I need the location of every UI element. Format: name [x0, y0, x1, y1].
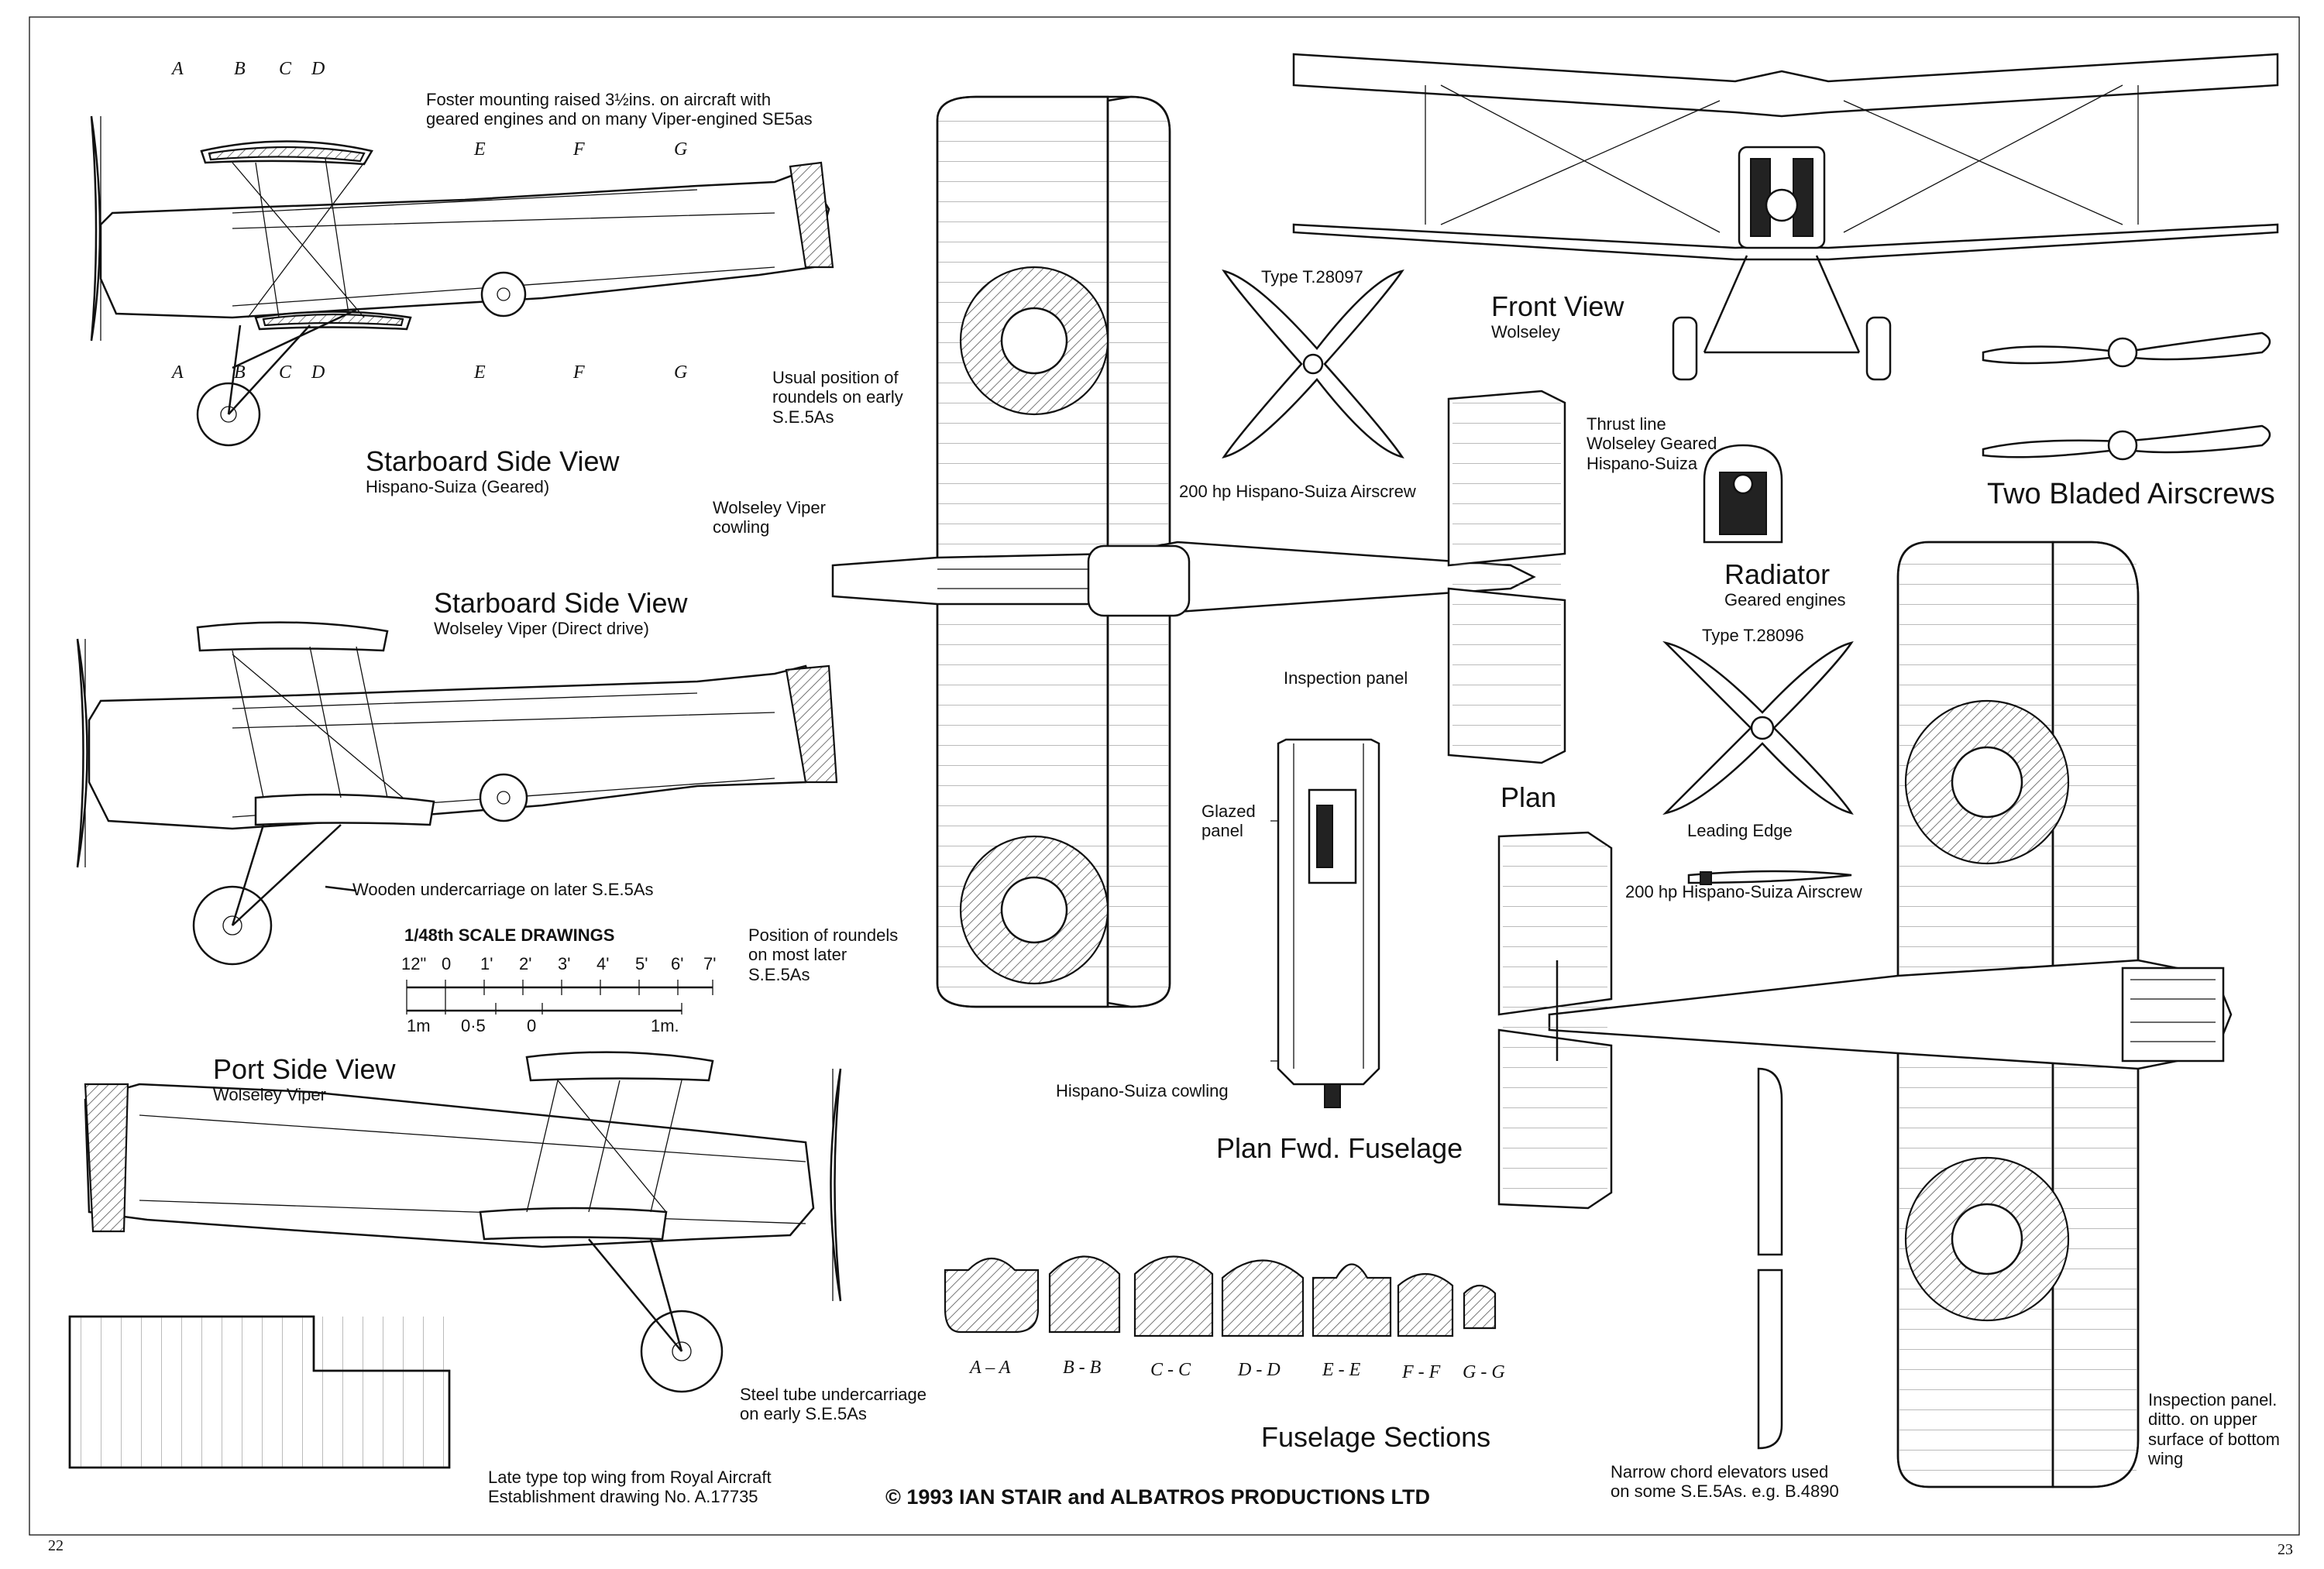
scale-tick-3ft: 3': [558, 954, 571, 973]
airscrew-t28097-drawing: [1222, 269, 1404, 459]
scale-tick-2ft: 2': [519, 954, 532, 973]
section-label-d-d: D - D: [1238, 1360, 1281, 1380]
plan-forward-fuselage-drawing: [1270, 738, 1380, 1108]
scale-tick-6ft: 6': [671, 954, 684, 973]
side-view-1-caption: Starboard Side View Hispano-Suiza (Geare…: [366, 445, 620, 497]
section-letter-bottom-g: G: [674, 362, 688, 383]
section-letter-bottom-c: C: [279, 362, 292, 383]
scale-tick-0: 0: [442, 954, 452, 973]
airscrew-t28096-caption: 200 hp Hispano-Suiza Airscrew: [1625, 882, 1862, 901]
starboard-side-view-viper-drawing: [76, 621, 838, 966]
front-view-drawing: [1292, 53, 2279, 381]
airscrew-t28096-drawing: [1662, 640, 1854, 815]
section-letter-bottom-f: F: [573, 362, 585, 383]
side-view-2-caption: Starboard Side View Wolseley Viper (Dire…: [434, 587, 688, 639]
section-letter-bottom-d: D: [311, 362, 325, 383]
hispano-cowling-note: Hispano-Suiza cowling: [1056, 1081, 1229, 1100]
thrust-line-note: Thrust line Wolseley Geared Hispano-Suiz…: [1587, 414, 1717, 473]
scale-tick-1m-right: 1m.: [651, 1016, 679, 1035]
two-bladed-airscrews-drawing: [1982, 331, 2271, 461]
scale-bar-graphic: [406, 980, 713, 1015]
plan-title: Plan: [1501, 781, 1557, 813]
section-letter-top-g: G: [674, 139, 688, 160]
scale-tick-7ft: 7': [703, 954, 717, 973]
fuselage-sections-drawing: [944, 1255, 1497, 1337]
late-type-wing-note: Late type top wing from Royal Aircraft E…: [488, 1468, 772, 1507]
radiator-caption: Radiator Geared engines: [1724, 558, 1846, 610]
section-label-e-e: E - E: [1322, 1360, 1361, 1380]
page-number-left: 22: [48, 1537, 64, 1554]
inspection-panel-bottom-wing-note: Inspection panel. ditto. on upper surfac…: [2148, 1390, 2280, 1468]
radiator-drawing: [1703, 444, 1783, 544]
section-letter-top-d: D: [311, 59, 325, 79]
port-side-view-viper-drawing: [84, 1051, 842, 1393]
section-letter-bottom-e: E: [474, 362, 486, 383]
late-type-top-wing-drawing: [68, 1315, 451, 1469]
section-letter-top-f: F: [573, 139, 585, 160]
copyright-notice: © 1993 IAN STAIR and ALBATROS PRODUCTION…: [885, 1485, 1430, 1509]
page-number-right: 23: [2278, 1541, 2293, 1558]
starboard-side-view-hispano-drawing: [90, 115, 834, 447]
leading-edge-label: Leading Edge: [1687, 821, 1793, 840]
section-label-g-g: G - G: [1463, 1362, 1505, 1382]
section-letter-top-e: E: [474, 139, 486, 160]
front-view-caption: Front View Wolseley: [1491, 290, 1624, 342]
two-bladed-airscrews-title: Two Bladed Airscrews: [1987, 478, 2275, 510]
section-label-b-b: B - B: [1063, 1358, 1102, 1378]
section-label-a-a: A – A: [970, 1358, 1011, 1378]
steel-tube-undercarriage-note: Steel tube undercarriage on early S.E.5A…: [740, 1385, 927, 1424]
airscrew-t28097-caption: 200 hp Hispano-Suiza Airscrew: [1179, 482, 1416, 501]
scale-tick-5ft: 5': [635, 954, 648, 973]
main-plan-view-drawing: [831, 95, 1566, 1008]
section-letter-top-b: B: [234, 59, 246, 79]
leading-edge-section-drawing: [1687, 870, 1852, 885]
narrow-chord-elevators-note: Narrow chord elevators used on some S.E.…: [1611, 1462, 1839, 1502]
plan-forward-fuselage-title: Plan Fwd. Fuselage: [1216, 1132, 1463, 1164]
inspection-panel-note: Inspection panel: [1284, 668, 1408, 688]
usual-roundel-position-note: Usual position of roundels on early S.E.…: [772, 368, 903, 427]
section-letter-bottom-b: B: [234, 362, 246, 383]
scale-tick-4ft: 4': [596, 954, 610, 973]
section-label-c-c: C - C: [1150, 1360, 1191, 1380]
scale-tick-1m-left: 1m: [407, 1016, 431, 1035]
wolseley-cowling-note: Wolseley Viper cowling: [713, 498, 826, 537]
scale-tick-12in: 12": [401, 954, 427, 973]
scale-tick-0m: 0: [527, 1016, 537, 1035]
sheet-border: [29, 16, 2300, 1536]
lower-plan-view-drawing: [1497, 541, 2233, 1488]
section-letter-top-c: C: [279, 59, 292, 79]
wooden-undercarriage-note: Wooden undercarriage on later S.E.5As: [352, 880, 654, 899]
foster-mounting-note: Foster mounting raised 3½ins. on aircraf…: [426, 90, 813, 129]
section-label-f-f: F - F: [1402, 1362, 1441, 1382]
airscrew-t28097-type: Type T.28097: [1261, 267, 1363, 287]
glazed-panel-note: Glazed panel: [1202, 802, 1256, 841]
fuselage-sections-title: Fuselage Sections: [1261, 1421, 1491, 1453]
section-letter-bottom-a: A: [172, 362, 184, 383]
airscrew-t28096-type: Type T.28096: [1702, 626, 1804, 645]
side-view-3-caption: Port Side View Wolseley Viper: [213, 1053, 396, 1105]
later-roundel-position-note: Position of roundels on most later S.E.5…: [748, 925, 899, 984]
section-letter-top-a: A: [172, 59, 184, 79]
scale-tick-1ft: 1': [480, 954, 493, 973]
scale-tick-0-5m: 0·5: [461, 1016, 486, 1035]
scale-title: 1/48th SCALE DRAWINGS: [404, 925, 615, 945]
